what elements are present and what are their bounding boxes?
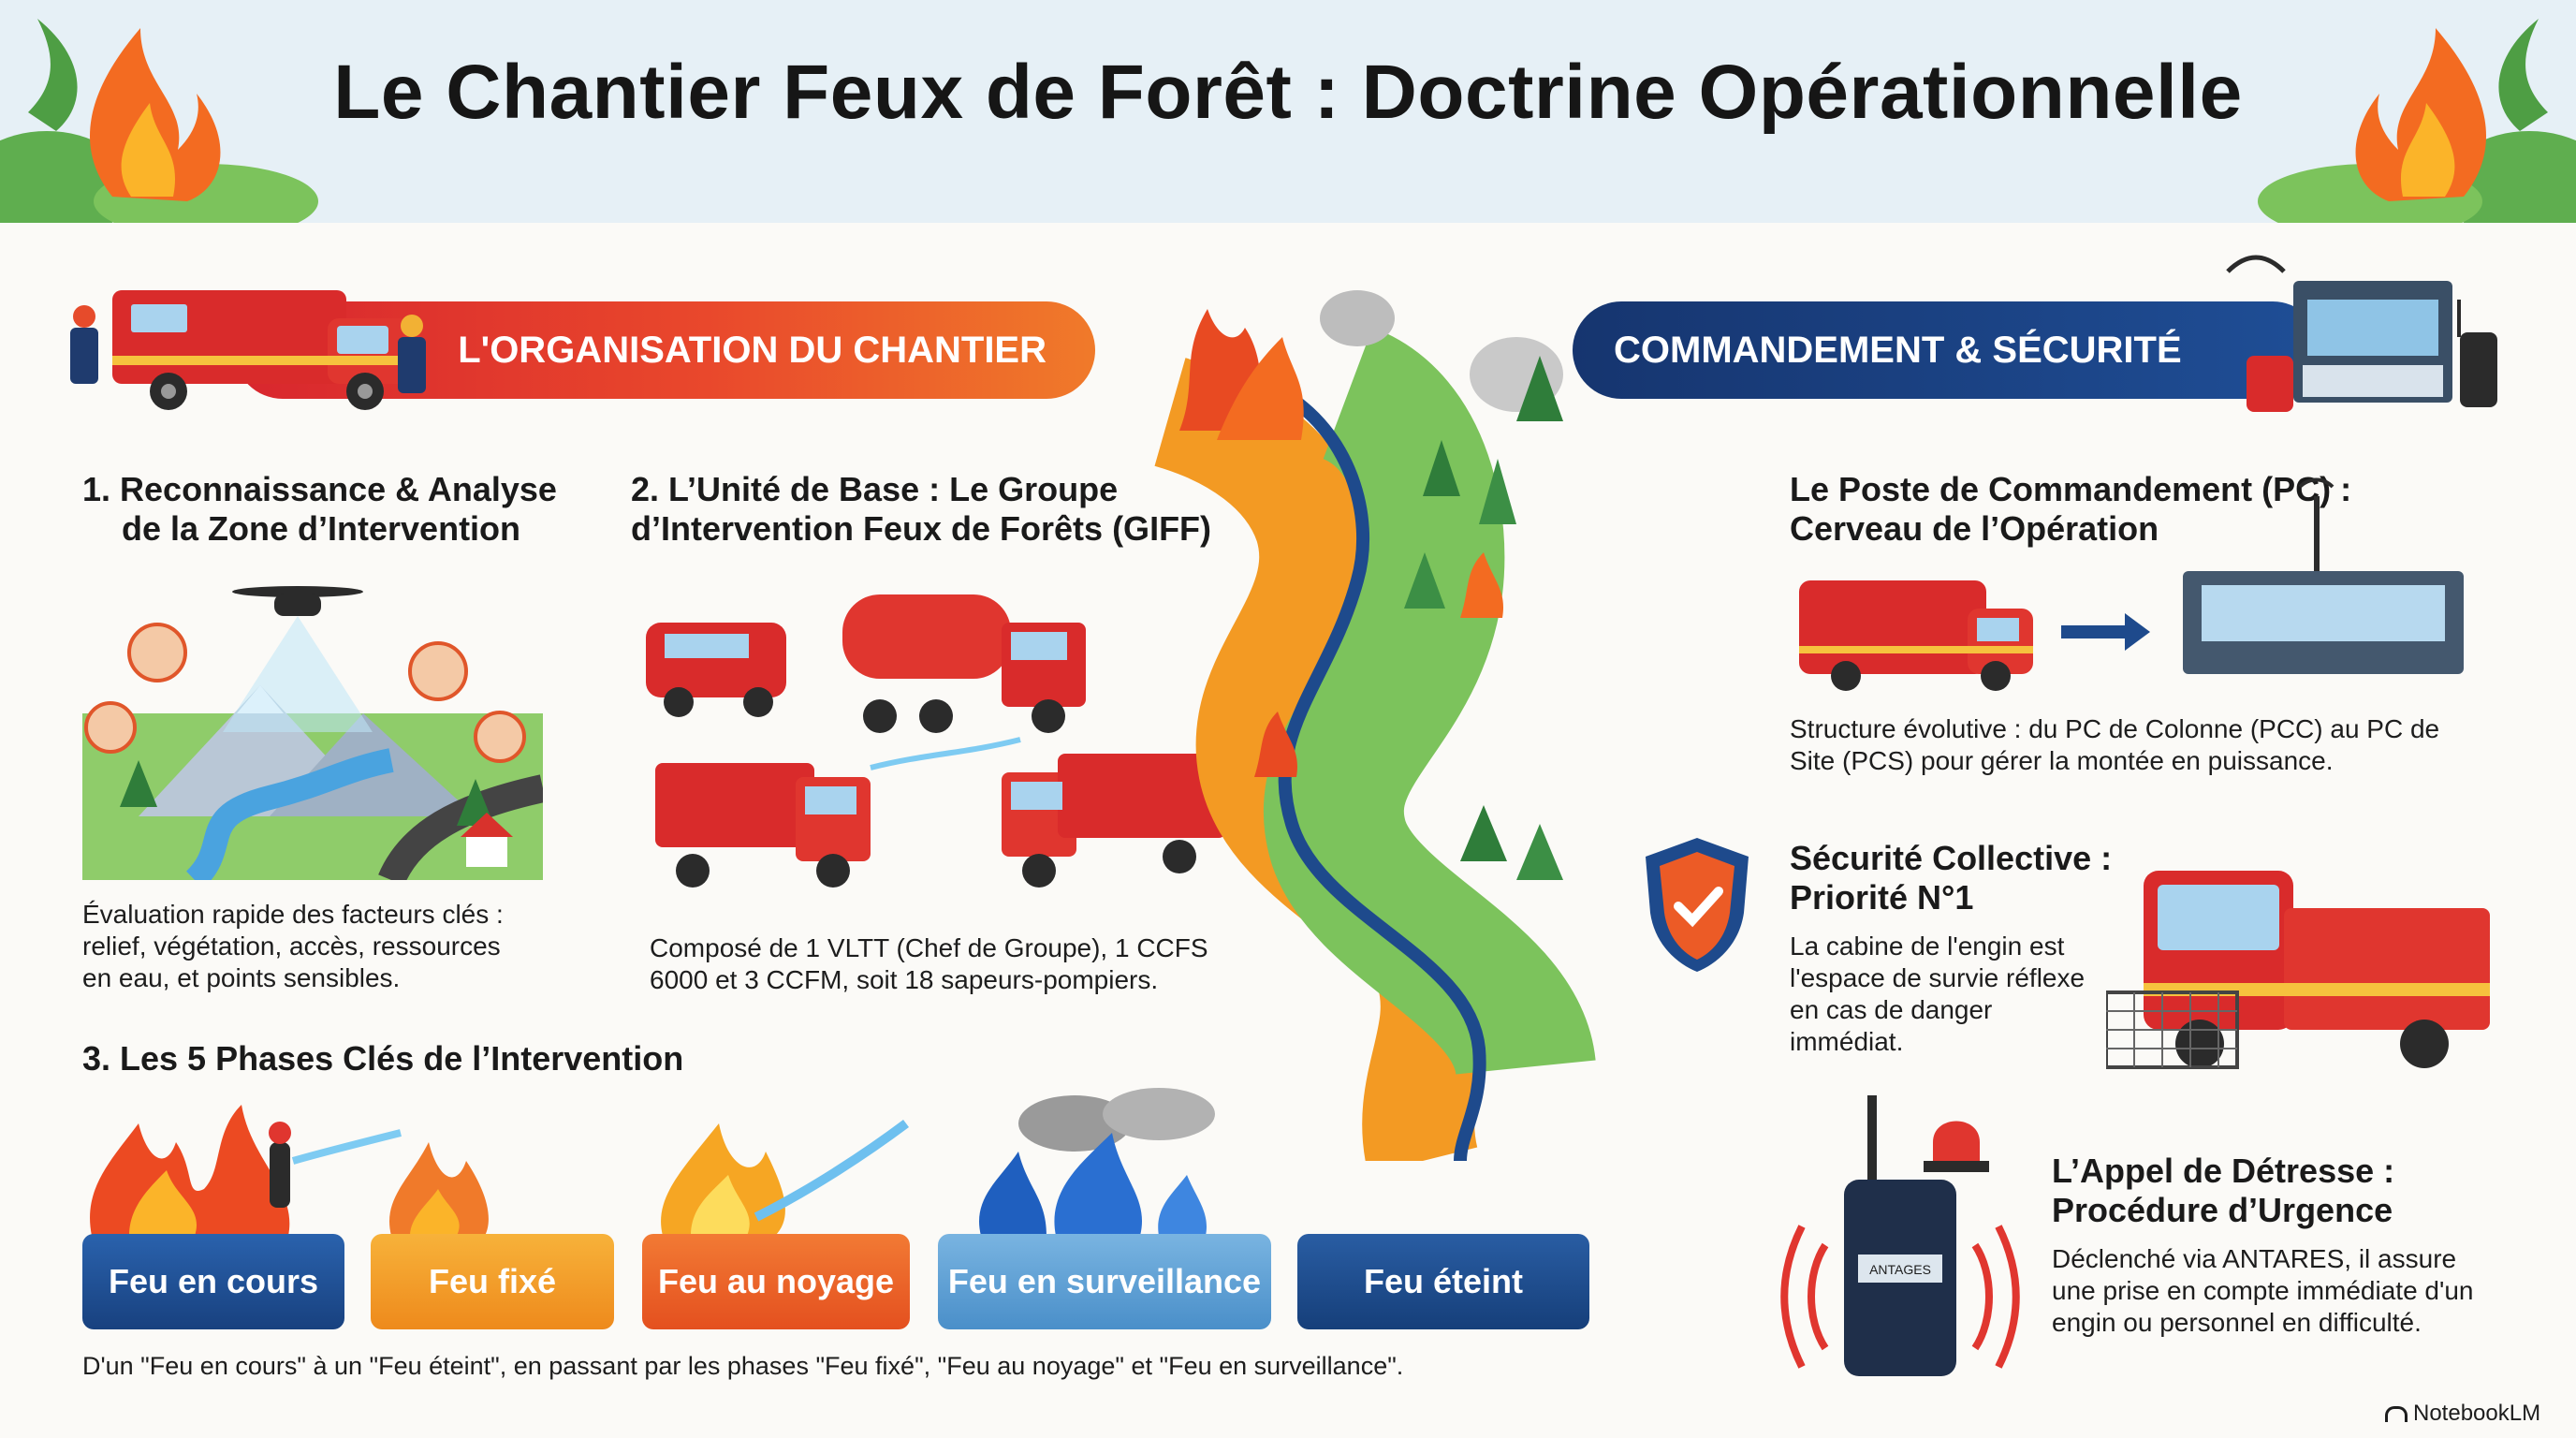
security-text-line1: La cabine de l'engin est [1790,932,2065,961]
section1-heading-line2: de la Zone d’Intervention [122,509,521,548]
section3-heading: 3. Les 5 Phases Clés de l’Intervention [82,1039,684,1078]
section1-text-line2: relief, végétation, accès, ressources [82,932,501,961]
radio-label: ANTAGES [1869,1262,1931,1277]
distress-text: Déclenché via ANTARES, il assure une pri… [2052,1243,2474,1339]
security-text: La cabine de l'engin est l'espace de sur… [1790,931,2085,1058]
section2-text: Composé de 1 VLTT (Chef de Groupe), 1 CC… [650,932,1208,996]
distress-text-line1: Déclenché via ANTARES, il assure [2052,1244,2457,1273]
commandement-banner-label: COMMANDEMENT & SÉCURITÉ [1614,329,2182,371]
notebooklm-logo-icon [2385,1405,2408,1422]
security-text-line3: en cas de danger [1790,995,1993,1024]
phases-flames-illustration [90,1088,1215,1236]
section1-text-line1: Évaluation rapide des facteurs clés : [82,900,504,929]
shield-check-icon [1646,838,1749,972]
flame-illustration-left [0,19,318,223]
page-title: Le Chantier Feux de Forêt : Doctrine Opé… [333,50,2243,135]
section2-text-line2: 6000 et 3 CCFM, soit 18 sapeurs-pompiers… [650,965,1159,994]
section2-heading: 2. L’Unité de Base : Le Groupe d’Interve… [631,470,1211,549]
pc-heading-line1: Le Poste de Commandement (PC) : [1790,470,2352,508]
header-band [0,0,2576,223]
phase-feu-en-cours: Feu en cours [82,1234,344,1329]
security-heading: Sécurité Collective : Priorité N°1 [1790,839,2112,917]
distress-text-line2: une prise en compte immédiate d'un [2052,1276,2474,1305]
distress-text-line3: engin ou personnel en difficulté. [2052,1308,2422,1337]
pc-text-line2: Site (PCS) pour gérer la montée en puiss… [1790,746,2334,775]
pc-text: Structure évolutive : du PC de Colonne (… [1790,713,2439,777]
section1-heading: 1. Reconnaissance & Analyse de la Zone d… [82,470,557,549]
phases-footnote: D'un "Feu en cours" à un "Feu éteint", e… [82,1352,1404,1380]
security-text-line2: l'espace de survie réflexe [1790,963,2086,992]
section1-text-line3: en eau, et points sensibles. [82,963,401,992]
phase-feu-fixe: Feu fixé [371,1234,614,1329]
pc-text-line1: Structure évolutive : du PC de Colonne (… [1790,714,2440,743]
notebooklm-label: NotebookLM [2413,1401,2541,1426]
command-post-radio-icon [2226,255,2497,412]
phase-feu-en-surveillance: Feu en surveillance [938,1234,1271,1329]
pc-vehicle-to-post-illustration [1799,477,2464,691]
commandement-banner: COMMANDEMENT & SÉCURITÉ [1573,301,2321,399]
section1-heading-line1: 1. Reconnaissance & Analyse [82,470,557,508]
pc-heading-line2: Cerveau de l’Opération [1790,509,2159,548]
section2-heading-line2: d’Intervention Feux de Forêts (GIFF) [631,509,1212,548]
security-heading-line1: Sécurité Collective : [1790,839,2113,877]
section2-text-line1: Composé de 1 VLTT (Chef de Groupe), 1 CC… [650,933,1208,962]
pc-heading: Le Poste de Commandement (PC) : Cerveau … [1790,470,2351,549]
phase-feu-eteint: Feu éteint [1297,1234,1589,1329]
security-heading-line2: Priorité N°1 [1790,878,1974,917]
radio-distress-icon: ANTAGES [1780,1095,2020,1376]
security-text-line4: immédiat. [1790,1027,1904,1056]
flame-illustration-right [2258,19,2576,223]
giff-vehicles-illustration [646,594,1273,888]
phase-feu-au-noyage: Feu au noyage [642,1234,910,1329]
fire-truck-crew-icon [70,290,426,410]
distress-heading-line2: Procédure d’Urgence [2052,1191,2393,1229]
fire-forest-path-illustration [1153,290,1596,1161]
notebooklm-branding: NotebookLM [2385,1401,2540,1427]
section2-heading-line1: 2. L’Unité de Base : Le Groupe [631,470,1119,508]
fire-engine-cabin-illustration [2106,871,2490,1069]
reconnaissance-landscape-illustration [82,586,543,880]
organisation-banner-label: L'ORGANISATION DU CHANTIER [458,329,1046,371]
distress-heading: L’Appel de Détresse : Procédure d’Urgenc… [2052,1152,2394,1230]
section1-text: Évaluation rapide des facteurs clés : re… [82,899,504,994]
distress-heading-line1: L’Appel de Détresse : [2052,1152,2395,1190]
